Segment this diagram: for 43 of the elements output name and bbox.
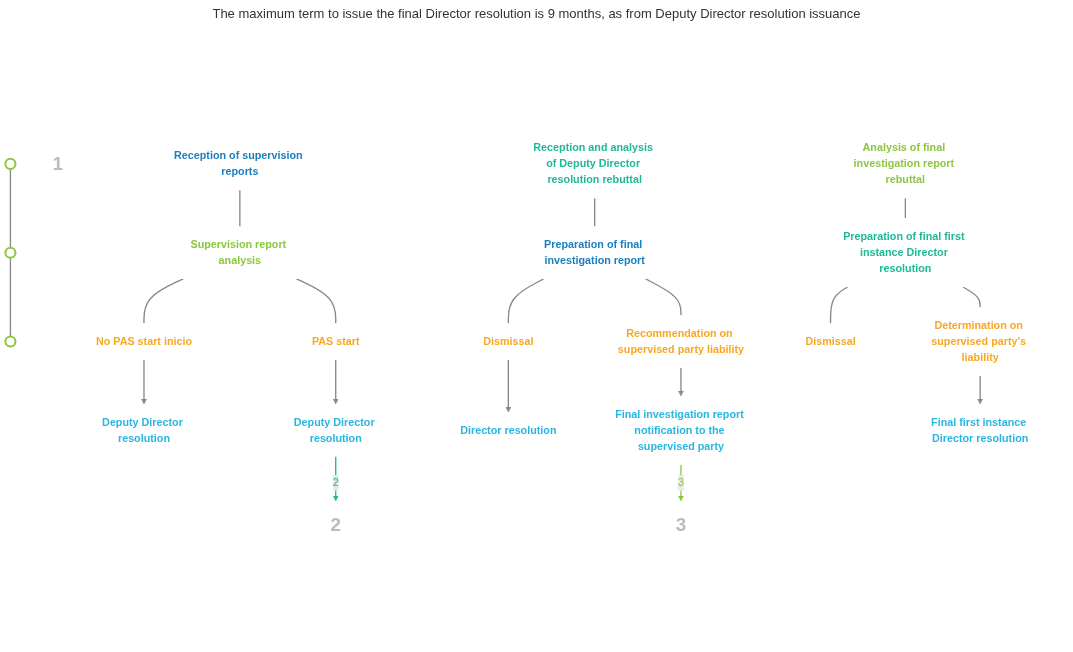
node-text: 2 [330, 514, 341, 536]
arrow [678, 367, 684, 397]
arrow [332, 455, 339, 502]
node-text: Dismissal [805, 335, 856, 347]
connector [239, 189, 241, 228]
connector [644, 278, 682, 316]
node-text: Reception and analysis of Deputy Director resolution rebuttal [533, 141, 653, 186]
node-text: Final first instance Director resolution [931, 416, 1029, 444]
node-text: PAS start [311, 335, 360, 347]
node-text: Final investigation report notification to the supervised party [615, 408, 744, 452]
connector [593, 197, 596, 228]
arrow [141, 359, 147, 405]
node-text: Preparation of final investigation report [544, 238, 645, 267]
node-text: Deputy Director resolution [102, 416, 183, 444]
connector [962, 286, 981, 308]
arrow [505, 359, 512, 413]
node-text: Analysis of final investigation report rebuttal [853, 141, 955, 186]
node-text: Recommendation on supervised party liability [617, 327, 745, 355]
node-text: Supervision report analysis [190, 238, 287, 267]
node-circle [4, 335, 17, 348]
node-text: Dismissal [483, 335, 534, 347]
connector [143, 278, 184, 325]
node-circle [4, 157, 17, 170]
connector [295, 278, 337, 325]
connector [507, 278, 545, 325]
node-text: Determination on supervised party's liability [931, 319, 1027, 364]
connector [904, 197, 907, 220]
arrow [332, 359, 339, 405]
edge-label: 2 [332, 476, 339, 489]
node-text: 3 [675, 514, 687, 536]
node-text: Deputy Director resolution [293, 416, 375, 444]
connector [829, 286, 849, 325]
connector [9, 257, 12, 338]
edge-label: 3 [677, 476, 684, 489]
node-circle [4, 246, 17, 259]
node-text: Preparation of final first instance Director resolution [843, 230, 965, 275]
node-text: 1 [52, 153, 63, 174]
node-text: No PAS start inicio [95, 335, 193, 347]
node-text: Director resolution [460, 424, 557, 436]
node-text: Reception of supervision reports [174, 149, 303, 178]
arrow [977, 375, 984, 405]
note-text: The maximum term to issue the final Director resolution is 9 months, as from Deputy Director resolution issuance [212, 6, 861, 21]
connector [9, 168, 12, 249]
